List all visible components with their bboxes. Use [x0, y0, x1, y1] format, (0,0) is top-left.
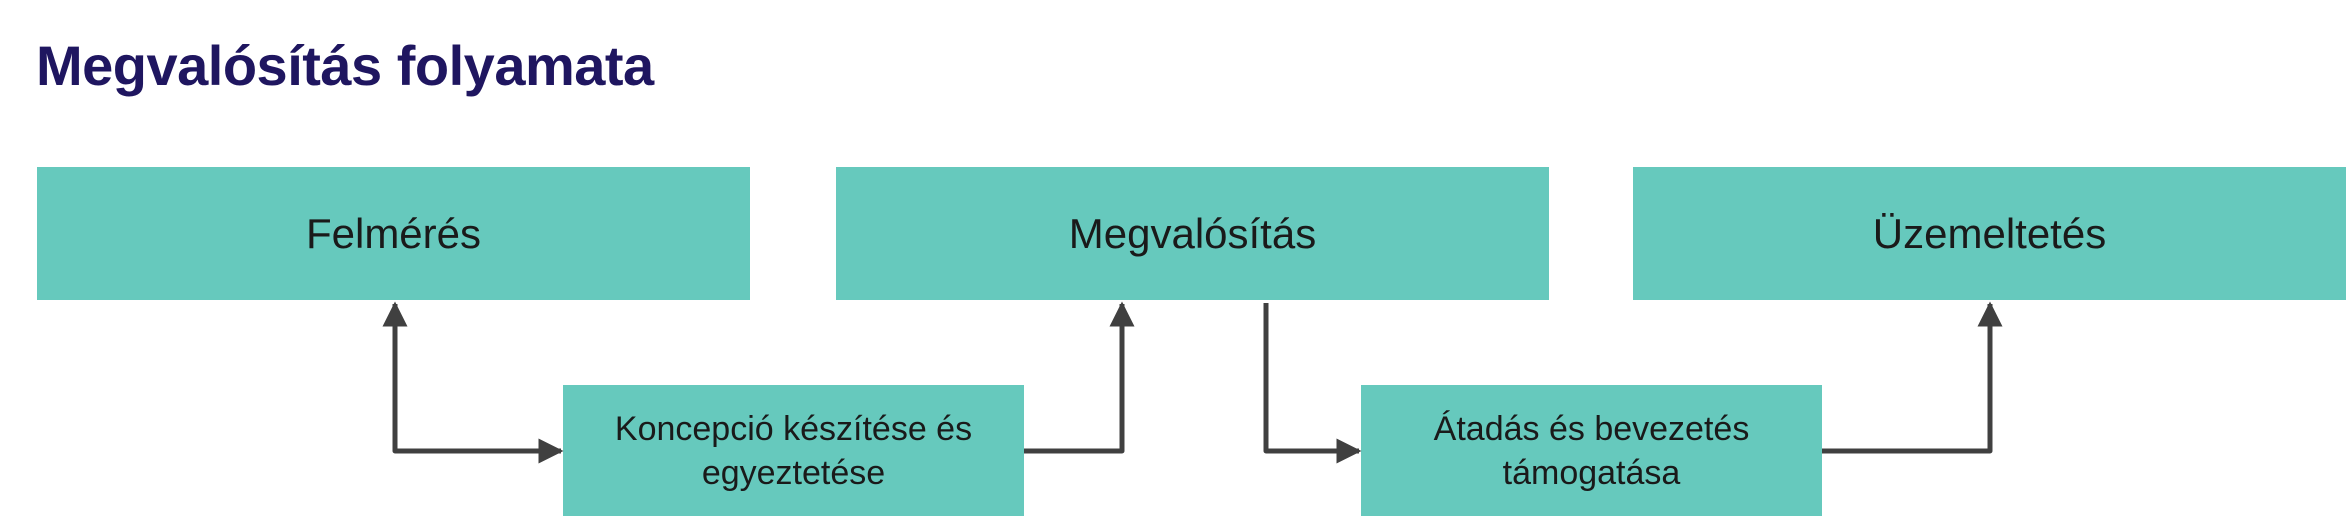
- connector-atadas-uzemeltetes: [1822, 301, 2003, 454]
- step-box-atadas: Átadás és bevezetés támogatása: [1361, 385, 1822, 516]
- phase-box-uzemeltetes: Üzemeltetés: [1633, 167, 2346, 300]
- step-label-koncepcio: Koncepció készítése és egyeztetése: [614, 409, 973, 492]
- phase-label-megvalositas: Megvalósítás: [1068, 209, 1317, 257]
- phase-label-uzemeltetes: Üzemeltetés: [1872, 209, 2107, 257]
- connector-megvalositas-atadas: [1263, 303, 1362, 464]
- connector-koncepcio-megvalositas: [1024, 301, 1135, 454]
- step-label-atadas: Átadás és bevezetés támogatása: [1433, 409, 1750, 492]
- phase-label-felmeres: Felmérés: [305, 209, 482, 257]
- phase-box-felmeres: Felmérés: [37, 167, 750, 300]
- phase-box-megvalositas: Megvalósítás: [836, 167, 1549, 300]
- page-title: Megvalósítás folyamata: [36, 34, 654, 97]
- step-box-koncepcio: Koncepció készítése és egyeztetése: [563, 385, 1024, 516]
- connector-felmeres-koncepcio: [382, 301, 564, 464]
